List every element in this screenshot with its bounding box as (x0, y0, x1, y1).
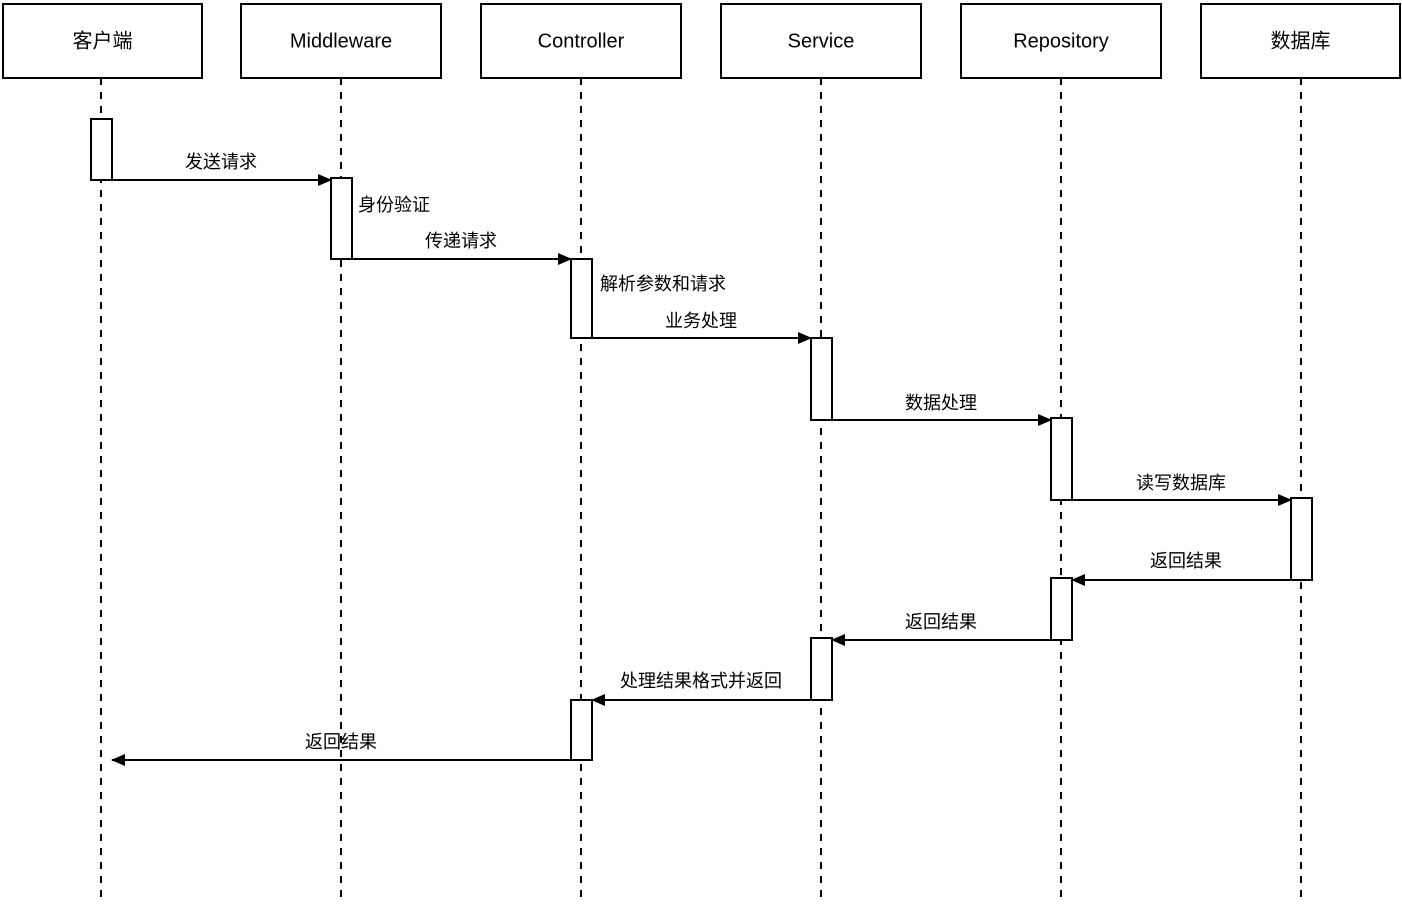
participant-box-database (1200, 3, 1401, 79)
activation-bar-service[interactable] (810, 637, 833, 701)
message-labels-layer: 发送请求身份验证传递请求解析参数和请求业务处理数据处理读写数据库返回结果返回结果… (185, 152, 1226, 752)
lifelines-layer (100, 78, 1302, 904)
activation-bar-middleware[interactable] (330, 177, 353, 260)
message-label-msg-7: 读写数据库 (1136, 473, 1226, 493)
participant-box-service (720, 3, 922, 79)
participant-label-service: Service (788, 30, 855, 52)
message-label-msg-8: 返回结果 (1150, 551, 1222, 571)
participants-layer: 客户端 Middleware Controller Service Repository… (2, 3, 1401, 79)
message-label-msg-6: 数据处理 (905, 393, 977, 413)
participant-repository[interactable]: Repository (960, 3, 1162, 79)
message-label-msg-5: 业务处理 (665, 311, 737, 331)
participant-middleware[interactable]: Middleware (240, 3, 442, 79)
message-label-msg-10: 处理结果格式并返回 (620, 671, 782, 691)
activation-bar-repository[interactable] (1050, 417, 1073, 501)
message-label-msg-3: 传递请求 (425, 231, 497, 251)
participant-label-middleware: Middleware (290, 30, 392, 52)
activation-bar-client[interactable] (90, 118, 113, 181)
activation-bar-database[interactable] (1290, 497, 1313, 581)
participant-box-controller (480, 3, 682, 79)
activation-bar-service[interactable] (810, 337, 833, 421)
participant-database[interactable]: 数据库 (1200, 3, 1401, 79)
participant-box-repository (960, 3, 1162, 79)
activation-bar-repository[interactable] (1050, 577, 1073, 641)
message-label-msg-4: 解析参数和请求 (600, 274, 726, 294)
message-label-msg-1: 发送请求 (185, 152, 257, 172)
participant-label-controller: Controller (538, 30, 625, 52)
participant-controller[interactable]: Controller (480, 3, 682, 79)
message-label-msg-9: 返回结果 (905, 612, 977, 632)
messages-layer (111, 174, 1292, 766)
participant-label-repository: Repository (1013, 30, 1109, 52)
participant-box-client (2, 3, 203, 79)
participant-box-middleware (240, 3, 442, 79)
participant-label-client: 客户端 (73, 29, 133, 52)
activations-layer (90, 118, 1313, 761)
activation-bar-controller[interactable] (570, 258, 593, 339)
message-label-msg-2: 身份验证 (358, 195, 430, 215)
participant-service[interactable]: Service (720, 3, 922, 79)
participant-label-database: 数据库 (1271, 29, 1331, 52)
activation-bar-controller[interactable] (570, 699, 593, 761)
participant-client[interactable]: 客户端 (2, 3, 203, 79)
message-label-msg-11: 返回结果 (305, 732, 377, 752)
